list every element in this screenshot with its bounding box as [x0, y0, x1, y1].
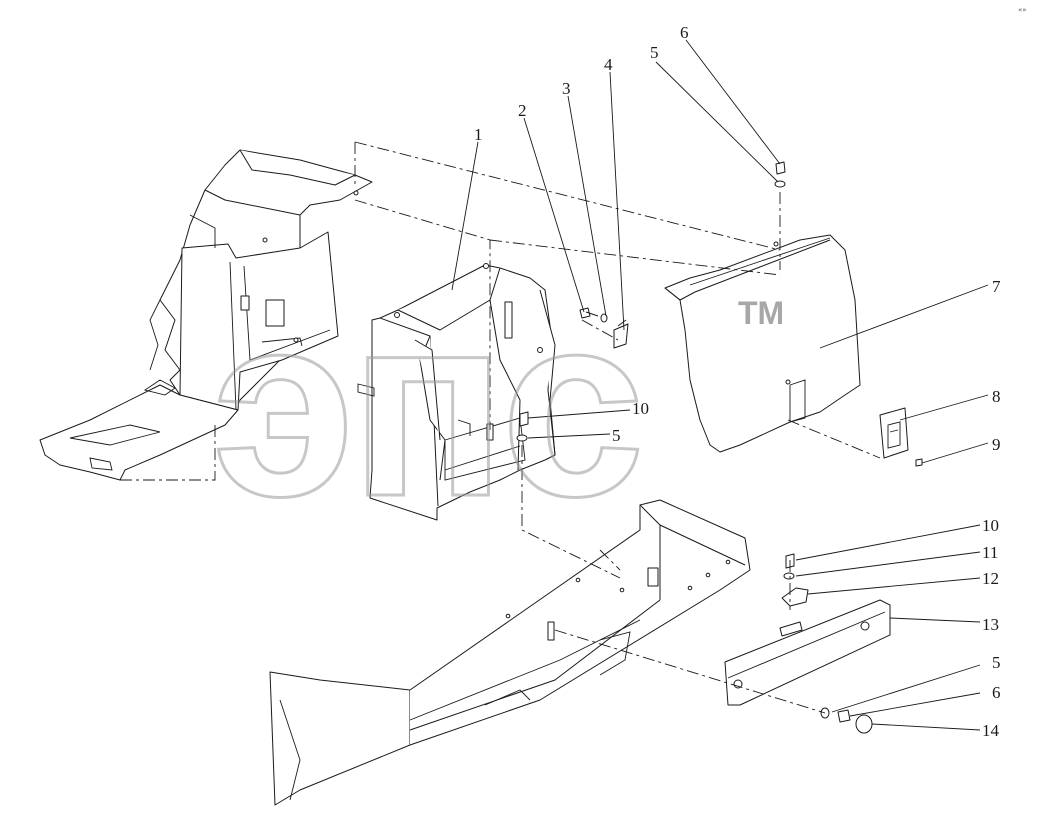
callout-14: 14	[982, 721, 1000, 740]
callout-2: 2	[518, 101, 527, 120]
corner-mark: «»	[1018, 6, 1027, 14]
watermark: эпс TM	[211, 260, 785, 553]
callout-5-top: 5	[650, 43, 659, 62]
callout-10-lower: 10	[982, 516, 999, 535]
callout-5-mid: 5	[612, 426, 621, 445]
callout-3: 3	[562, 79, 571, 98]
cover-part-7	[664, 234, 861, 453]
watermark-text: эпс	[212, 261, 639, 551]
callout-13: 13	[982, 615, 999, 634]
trademark-mark: TM	[738, 295, 784, 331]
callout-9: 9	[992, 435, 1001, 454]
step-assembly-lower-right	[724, 553, 891, 734]
alignment-lines	[118, 141, 881, 714]
callout-7: 7	[992, 277, 1001, 296]
lower-frame	[269, 499, 751, 806]
latch-part-8-9	[879, 407, 923, 467]
callout-8: 8	[992, 387, 1001, 406]
callout-11: 11	[982, 543, 998, 562]
leader-lines	[451, 39, 989, 731]
housing-part-1	[357, 263, 556, 521]
callout-labels: 1 2 3 4 5 6 7 8 9 10 5 10 11 12 13 5 6 1…	[474, 23, 1001, 740]
callout-10-mid: 10	[632, 399, 649, 418]
cab-frame-left	[39, 149, 373, 481]
callout-6-top: 6	[680, 23, 689, 42]
callout-12: 12	[982, 569, 999, 588]
callout-4: 4	[604, 55, 613, 74]
callout-5-lower: 5	[992, 653, 1001, 672]
callout-1: 1	[474, 125, 483, 144]
fasteners-upper	[516, 161, 786, 442]
callout-6-lower: 6	[992, 683, 1001, 702]
